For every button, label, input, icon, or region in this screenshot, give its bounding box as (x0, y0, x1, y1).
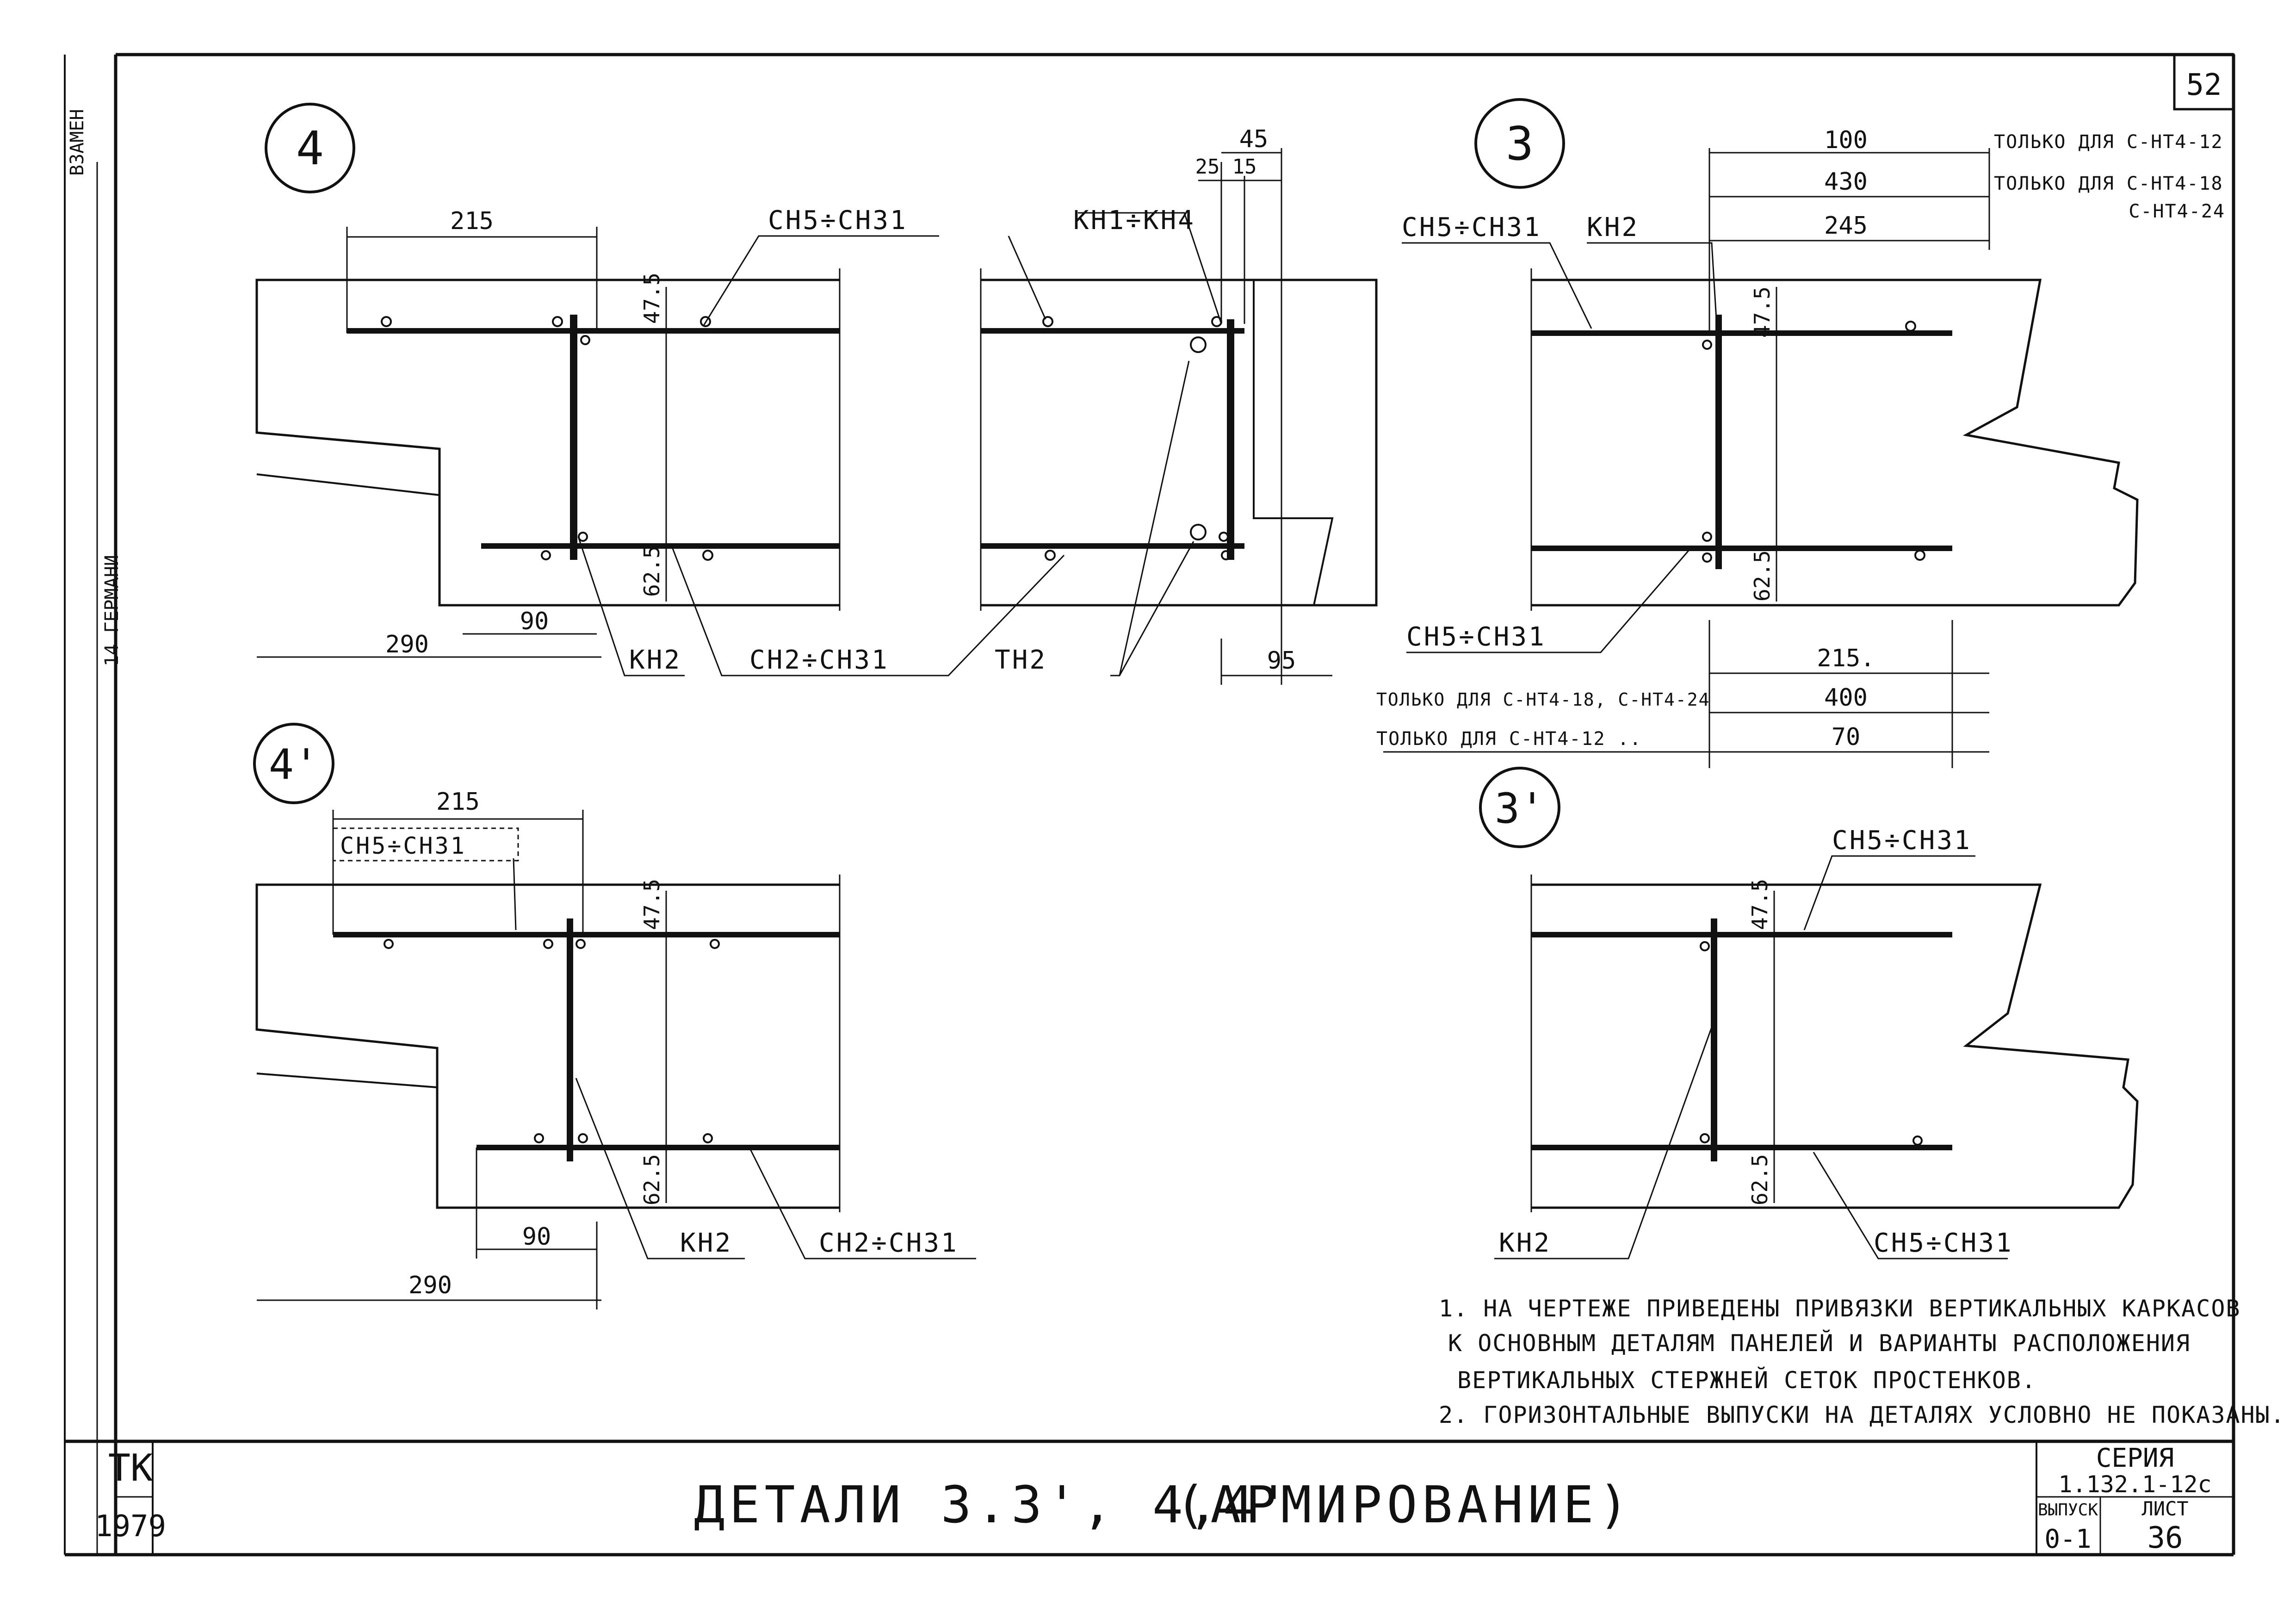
leaders-3 (1402, 242, 1717, 653)
note-3-only-12: ТОЛЬКО ДЛЯ С-НТ4-12 (1994, 131, 2223, 153)
sheet-value: 36 (2147, 1521, 2183, 1555)
note-line-3: ВЕРТИКАЛЬНЫХ СТЕРЖНЕЙ СЕТОК ПРОСТЕНКОВ. (1457, 1366, 2036, 1394)
sheet-frame (64, 53, 2235, 1557)
issue-label: ВЫПУСК (2038, 1501, 2098, 1520)
panel-outline-4-prime (255, 883, 840, 1209)
year: 1979 (95, 1509, 166, 1544)
bar-dots-4-prime (384, 939, 720, 1143)
note-3-only-24: С-НТ4-24 (2129, 201, 2225, 222)
dim-4-95: 95 (1267, 647, 1296, 675)
label-4-prime-kh2: КН2 (680, 1228, 732, 1258)
series-label: СЕРИЯ (2096, 1443, 2174, 1473)
label-4-prime-ch5-ch31: СН5÷СН31 (340, 832, 466, 859)
note-3-only-18: ТОЛЬКО ДЛЯ С-НТ4-18 (1994, 173, 2223, 194)
dimension-lines-4-prime (257, 810, 667, 1309)
note-3-only-12b: ТОЛЬКО ДЛЯ С-НТ4-12 .. (1376, 728, 1642, 750)
detail-marker-4-prime-label: 4' (269, 740, 319, 789)
note-line-2: К ОСНОВНЫМ ДЕТАЛЯМ ПАНЕЛЕЙ И ВАРИАНТЫ РА… (1448, 1329, 2191, 1357)
dim-3-47-5: 47.5 (1750, 286, 1775, 338)
label-3-prime-ch5-ch31-bottom: СН5÷СН31 (1874, 1228, 2013, 1258)
dim-3-62-5: 62.5 (1750, 550, 1775, 602)
dim-3-430: 430 (1824, 168, 1868, 196)
dimension-lines-3 (1383, 148, 1990, 768)
label-4-kh2: КН2 (629, 645, 681, 675)
panel-outline-4-right (981, 279, 1378, 607)
panel-outline-3-prime (1531, 883, 2139, 1209)
note-line-4: 2. ГОРИЗОНТАЛЬНЫЕ ВЫПУСКИ НА ДЕТАЛЯХ УСЛ… (1439, 1402, 2285, 1428)
panel-outline-4-left-lower (256, 473, 440, 496)
leaders-4-prime (513, 858, 976, 1259)
detail-3: 3 100 430 245 47.5 62.5 215. (1376, 98, 2225, 768)
series-value: 1.132.1-12с (2058, 1471, 2211, 1498)
label-4-kh1-kh4: КН1÷КН4 (1073, 205, 1195, 236)
detail-3-prime: 3' 47.5 62.5 СН5÷СН31 КН2 СН5÷СН31 (1479, 767, 2139, 1259)
sheet-number: 52 (2186, 68, 2222, 102)
detail-marker-4-label: 4 (296, 121, 324, 175)
general-notes: 1. НА ЧЕРТЕЖЕ ПРИВЕДЕНЫ ПРИВЯЗКИ ВЕРТИКА… (1439, 1295, 2285, 1428)
dim-4-prime-62-5: 62.5 (639, 1154, 664, 1205)
label-4-ch2-ch31: СН2÷СН31 (749, 645, 889, 675)
dim-4-45: 45 (1239, 125, 1269, 153)
label-3-prime-ch5-ch31: СН5÷СН31 (1832, 825, 1972, 856)
dim-3-215: 215. (1817, 645, 1875, 672)
org-code: ТК (108, 1446, 153, 1489)
label-3-kh2: КН2 (1587, 212, 1639, 242)
dim-4-90: 90 (520, 608, 549, 635)
leaders-3-prime (1494, 855, 2008, 1259)
dim-3-400: 400 (1824, 684, 1868, 712)
dim-4-prime-47-5: 47.5 (639, 879, 664, 930)
detail-marker-4-prime (253, 723, 334, 804)
panel-outline-4-left (255, 279, 840, 607)
detail-marker-3 (1474, 98, 1565, 189)
dim-4-prime-90: 90 (522, 1223, 551, 1251)
dim-4-prime-215: 215 (436, 788, 480, 816)
leaders-4 (577, 212, 1222, 676)
panel-4-prime-lower (256, 1073, 438, 1088)
dim-3-70: 70 (1832, 723, 1861, 751)
label-box-4-prime (332, 827, 519, 862)
dim-4-290: 290 (385, 631, 429, 658)
issue-value: 0-1 (2044, 1524, 2091, 1554)
detail-marker-4 (265, 103, 355, 193)
dim-3-100: 100 (1824, 126, 1868, 154)
dim-3-245: 245 (1824, 212, 1868, 240)
label-4-th2: ТН2 (995, 645, 1047, 675)
label-4-ch5-ch31: СН5÷СН31 (768, 205, 908, 236)
title-block: ТК 1979 ДЕТАЛИ 3.3', 4,4' (АРМИРОВАНИЕ) … (95, 1443, 2212, 1555)
bar-dots-4 (381, 316, 1231, 561)
detail-4: 4 (255, 103, 1378, 685)
side-label-top: ВЗАМЕН (67, 109, 88, 176)
dim-4-215: 215 (450, 207, 494, 235)
side-label-middle: 14 ГЕРМАНИ (101, 555, 123, 666)
label-3-prime-kh2: КН2 (1499, 1228, 1551, 1258)
label-4-prime-ch2-ch31: СН2÷СН31 (819, 1228, 959, 1258)
dim-4-47-5: 47.5 (639, 273, 664, 324)
dim-4-15: 15 (1232, 155, 1257, 179)
bar-dots-3-prime (1700, 941, 1923, 1146)
detail-4-prime: 4' 215 47.5 62.5 90 290 СН5÷СН31 (253, 723, 976, 1309)
dimension-lines-4 (257, 148, 1332, 685)
panel-outline-3 (1531, 279, 2139, 607)
dim-4-25: 25 (1195, 155, 1220, 179)
detail-marker-3-prime (1479, 767, 1560, 848)
dim-4-prime-290: 290 (408, 1272, 452, 1299)
label-3-ch5-ch31-bottom: СН5÷СН31 (1406, 622, 1546, 652)
sheet-number-box (2173, 53, 2235, 111)
dim-3-prime-47-5: 47.5 (1747, 879, 1772, 930)
note-3-only-18-24: ТОЛЬКО ДЛЯ С-НТ4-18, С-НТ4-24 (1376, 689, 1710, 710)
bar-dots-3 (1702, 321, 1925, 563)
note-line-1: 1. НА ЧЕРТЕЖЕ ПРИВЕДЕНЫ ПРИВЯЗКИ ВЕРТИКА… (1439, 1295, 2241, 1322)
dim-4-62-5: 62.5 (639, 546, 664, 597)
detail-marker-3-prime-label: 3' (1495, 784, 1545, 833)
panel-4-right-step (1253, 280, 1334, 606)
dim-3-prime-62-5: 62.5 (1747, 1154, 1772, 1205)
sheet-label: ЛИСТ (2141, 1497, 2188, 1520)
drawing-subtitle: (АРМИРОВАНИЕ) (1175, 1475, 1634, 1534)
drawing-title: ДЕТАЛИ 3.3', 4,4' (694, 1475, 1293, 1534)
detail-marker-3-label: 3 (1506, 117, 1534, 171)
label-3-ch5-ch31: СН5÷СН31 (1402, 212, 1541, 242)
